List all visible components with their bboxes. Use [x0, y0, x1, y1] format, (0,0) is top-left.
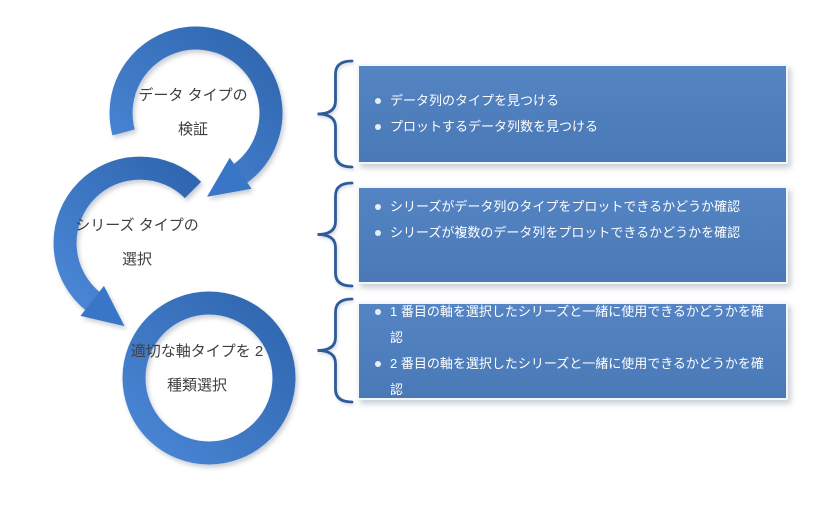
bullet-icon	[375, 204, 381, 210]
curly-brace-icon-1	[317, 59, 354, 169]
cycle-arrow-step-2	[53, 156, 202, 327]
detail-box-2-list: シリーズがデータ列のタイプをプロットできるかどうか確認 シリーズが複数のデータ列…	[359, 194, 786, 246]
bullet-icon	[375, 309, 381, 315]
step-label-2-line-1: シリーズ タイプの	[75, 217, 199, 234]
list-item: 1 番目の軸を選択したシリーズと一緒に使用できるかどうかを確認	[375, 299, 776, 351]
detail-box-1-list: データ列のタイプを見つける プロットするデータ列数を見つける	[359, 88, 786, 140]
bullet-icon	[375, 124, 381, 130]
bullet-icon	[375, 361, 381, 367]
step-label-2-line-2: 選択	[121, 251, 152, 268]
step-label-2: シリーズ タイプの 選択	[32, 209, 242, 277]
step-label-3: 適切な軸タイプを 2 種類選択	[92, 335, 302, 403]
bullet-icon	[375, 230, 381, 236]
list-item: プロットするデータ列数を見つける	[375, 114, 776, 140]
step-label-1-line-2: 検証	[177, 121, 208, 138]
list-item: シリーズが複数のデータ列をプロットできるかどうかを確認	[375, 220, 776, 246]
list-item-text: 2 番目の軸を選択したシリーズと一緒に使用できるかどうかを確認	[390, 356, 764, 397]
cycle-arrow-step-1	[109, 26, 283, 197]
list-item-text: シリーズがデータ列のタイプをプロットできるかどうか確認	[390, 199, 741, 214]
cycle-arrow-step-3	[122, 291, 296, 465]
detail-box-3-list: 1 番目の軸を選択したシリーズと一緒に使用できるかどうかを確認 2 番目の軸を選…	[359, 299, 786, 403]
detail-box-2: シリーズがデータ列のタイプをプロットできるかどうか確認 シリーズが複数のデータ列…	[357, 186, 788, 284]
detail-box-3: 1 番目の軸を選択したシリーズと一緒に使用できるかどうかを確認 2 番目の軸を選…	[357, 302, 788, 400]
list-item-text: データ列のタイプを見つける	[390, 93, 560, 108]
list-item: シリーズがデータ列のタイプをプロットできるかどうか確認	[375, 194, 776, 220]
curly-brace-icon-2	[317, 181, 354, 288]
list-item: データ列のタイプを見つける	[375, 88, 776, 114]
step-label-3-line-2: 種類選択	[166, 377, 227, 394]
list-item-text: プロットするデータ列数を見つける	[390, 119, 599, 134]
step-label-3-line-1: 適切な軸タイプを 2	[130, 343, 264, 360]
list-item: 2 番目の軸を選択したシリーズと一緒に使用できるかどうかを確認	[375, 351, 776, 403]
step-label-1: データ タイプの 検証	[88, 79, 298, 147]
detail-box-1: データ列のタイプを見つける プロットするデータ列数を見つける	[357, 64, 788, 164]
curly-brace-icon-3	[317, 297, 354, 404]
list-item-text: シリーズが複数のデータ列をプロットできるかどうかを確認	[390, 225, 741, 240]
step-label-1-line-1: データ タイプの	[138, 87, 248, 104]
bullet-icon	[375, 98, 381, 104]
list-item-text: 1 番目の軸を選択したシリーズと一緒に使用できるかどうかを確認	[390, 304, 764, 345]
